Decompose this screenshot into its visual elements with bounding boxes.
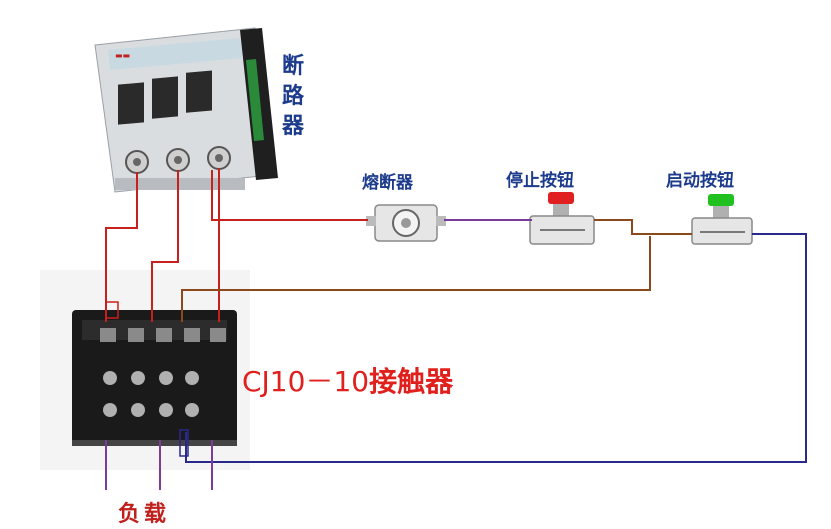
- breaker-label-char: 器: [281, 114, 304, 139]
- circuit-breaker-icon: ▬▬: [94, 27, 278, 193]
- wire-red-l1-loop: [105, 301, 119, 319]
- breaker-label-char: 路: [281, 84, 304, 109]
- contactor-label: CJ10－10接触器: [242, 360, 453, 400]
- start-button-label: 启动按钮: [666, 171, 734, 191]
- contactor-model: CJ10－10: [242, 365, 370, 398]
- fuse-label: 熔断器: [362, 173, 413, 193]
- wire-blue-coil: [185, 233, 807, 463]
- wire-blue-coil-loop: [179, 429, 189, 457]
- wire-red-to-fuse: [211, 170, 368, 221]
- svg-text:▬▬: ▬▬: [115, 51, 130, 60]
- breaker-label: 断 路 器: [280, 52, 306, 142]
- stop-button-label: 停止按钮: [506, 171, 574, 191]
- wire-brown-holding: [181, 236, 651, 322]
- contactor-icon: [72, 310, 237, 446]
- wire-brown-stop-start: [594, 219, 692, 235]
- start-pushbutton-icon: [691, 194, 753, 245]
- breaker-label-char: 断: [281, 54, 304, 79]
- wire-red-l1: [105, 172, 138, 322]
- fuse-icon: [366, 204, 446, 242]
- stop-pushbutton-icon: [529, 192, 595, 245]
- contactor-name: 接触器: [369, 365, 454, 398]
- load-label: 负载: [118, 502, 171, 527]
- wire-red-l2: [151, 170, 179, 322]
